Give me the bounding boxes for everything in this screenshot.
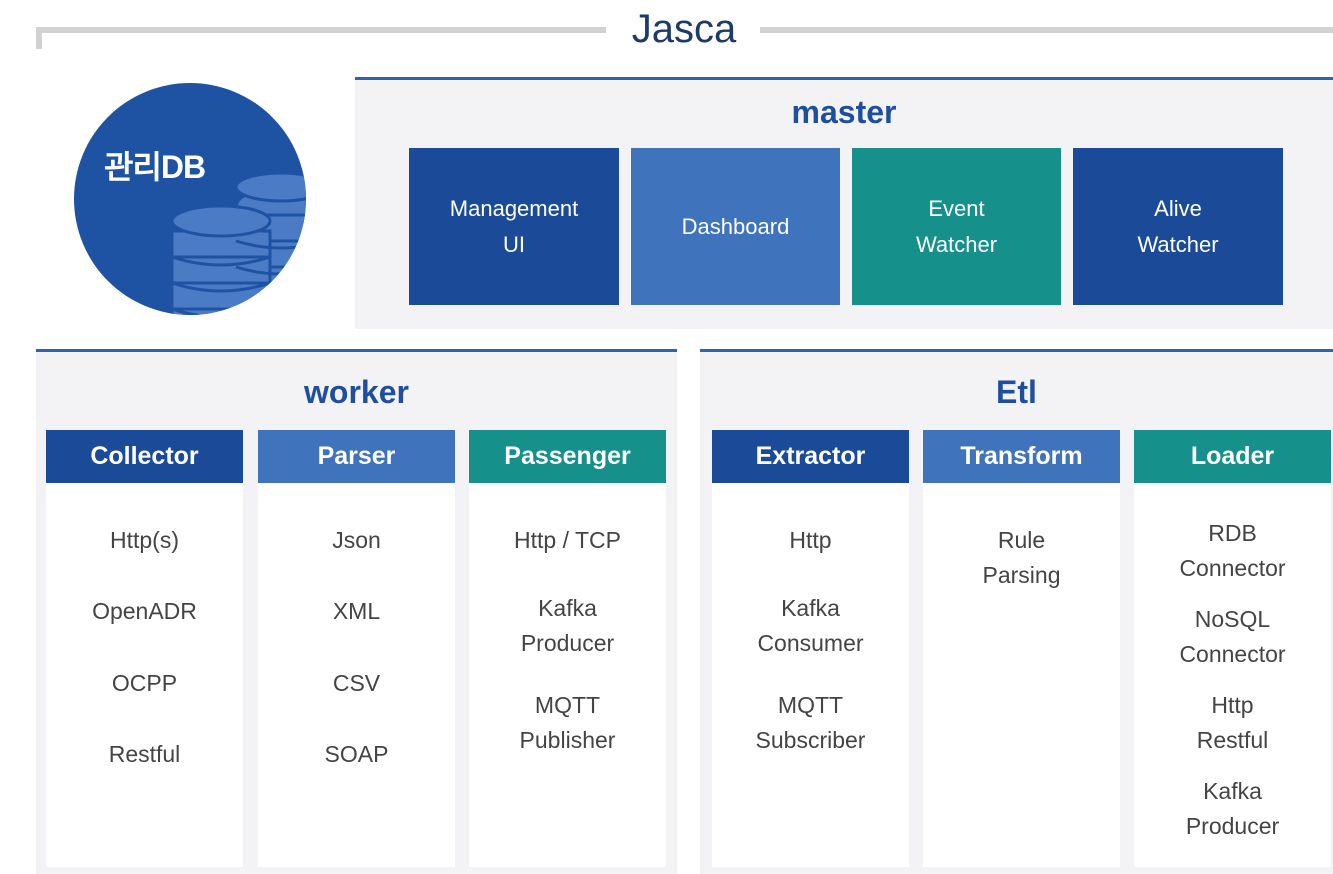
column-header-transform: Transform [923, 430, 1120, 483]
tile-management-ui: Management UI [409, 148, 619, 305]
list-item: Json [332, 527, 381, 553]
list-item: Http / TCP [514, 527, 621, 553]
title-rule-right [760, 27, 1333, 33]
list-item: OCPP [111, 670, 178, 696]
column-body-loader: RDB Connector NoSQL Connector Http Restf… [1134, 483, 1331, 867]
column-body-parser: Json XML CSV SOAP [258, 483, 455, 867]
list-item: Restful [108, 741, 181, 767]
database-icon [170, 171, 306, 315]
list-item: MQTT Publisher [519, 692, 616, 753]
list-item: XML [332, 598, 381, 624]
column-header-loader: Loader [1134, 430, 1331, 483]
master-title: master [791, 94, 897, 130]
tile-alive-watcher: Alive Watcher [1073, 148, 1283, 305]
title-rule-left-tick [36, 27, 42, 49]
list-item: Rule Parsing [982, 527, 1061, 588]
tile-label: Event Watcher [915, 195, 998, 257]
column-body-collector: Http(s) OpenADR OCPP Restful [46, 483, 243, 867]
column-header-passenger: Passenger [469, 430, 666, 483]
column-header-parser: Parser [258, 430, 455, 483]
tile-label: Dashboard [681, 213, 790, 239]
list-item: CSV [332, 670, 381, 696]
column-body-transform: Rule Parsing [923, 483, 1120, 867]
tile-label: Management UI [449, 195, 579, 257]
list-item: Kafka Producer [520, 595, 615, 656]
list-item: Kafka Consumer [757, 595, 864, 656]
list-item: Http(s) [110, 527, 179, 553]
list-item: Http [789, 527, 832, 553]
list-item: OpenADR [92, 598, 197, 624]
title-rule-left [36, 27, 606, 33]
tile-dashboard: Dashboard [631, 148, 840, 305]
column-header-collector: Collector [46, 430, 243, 483]
management-db-circle [74, 83, 306, 315]
list-item: NoSQL Connector [1179, 606, 1286, 667]
column-body-extractor: Http Kafka Consumer MQTT Subscriber [712, 483, 909, 867]
list-item: Http Restful [1196, 692, 1269, 753]
db-label: 관리DB [104, 149, 206, 185]
column-body-passenger: Http / TCP Kafka Producer MQTT Publisher [469, 483, 666, 867]
list-item: SOAP [324, 741, 389, 767]
etl-title: Etl [996, 374, 1037, 410]
list-item: Kafka Producer [1185, 778, 1280, 839]
diagram-title: Jasca [631, 6, 737, 51]
tile-label: Alive Watcher [1137, 195, 1219, 257]
list-item: RDB Connector [1179, 520, 1286, 581]
list-item: MQTT Subscriber [755, 692, 866, 753]
column-header-extractor: Extractor [712, 430, 909, 483]
worker-title: worker [304, 374, 409, 410]
tile-event-watcher: Event Watcher [852, 148, 1061, 305]
